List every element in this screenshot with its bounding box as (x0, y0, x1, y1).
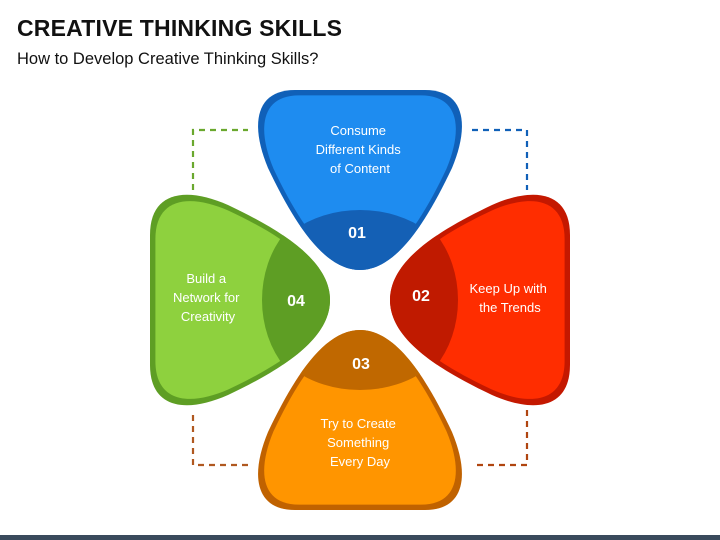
petal-02-number-cap (390, 205, 458, 395)
petal-04-number: 04 (287, 293, 305, 310)
petal-04-label-line: Build a (186, 271, 227, 286)
page-title: CREATIVE THINKING SKILLS (17, 15, 343, 41)
connector-top-left (191, 128, 248, 190)
connector-top-right (472, 128, 529, 190)
footer-bar (0, 535, 720, 540)
petal-04-label-line: Creativity (181, 309, 236, 324)
petal-02-label: Keep Up with the Trends (470, 281, 551, 315)
connector-bottom-left (191, 410, 248, 467)
petal-04-label-line: Network for (173, 290, 240, 305)
petal-04-label: Build a Network for Creativity (173, 271, 243, 324)
petal-02: 02 Keep Up with the Trends (390, 194, 570, 406)
petal-01-label-line: of Content (330, 161, 390, 176)
petal-03-label: Try to Create Something Every Day (321, 416, 400, 469)
petal-02-label-line: Keep Up with (470, 281, 547, 296)
petal-01-label-line: Consume (330, 123, 386, 138)
petal-04-number-cap (262, 205, 330, 395)
petal-01-label: Consume Different Kinds of Content (316, 123, 405, 176)
petal-03-label-line: Try to Create (321, 416, 396, 431)
petal-04: 04 Build a Network for Creativity (150, 194, 330, 406)
petal-03-label-line: Something (327, 435, 389, 450)
connectors (191, 128, 529, 467)
petal-02-number: 02 (412, 288, 430, 305)
petal-02-label-line: the Trends (479, 300, 541, 315)
petal-01-label-line: Different Kinds (316, 142, 402, 157)
petal-01-number: 01 (348, 225, 366, 242)
petal-03-number: 03 (352, 356, 370, 373)
page-subtitle: How to Develop Creative Thinking Skills? (17, 50, 319, 68)
petal-03-label-line: Every Day (330, 454, 390, 469)
connector-bottom-right (472, 410, 529, 467)
